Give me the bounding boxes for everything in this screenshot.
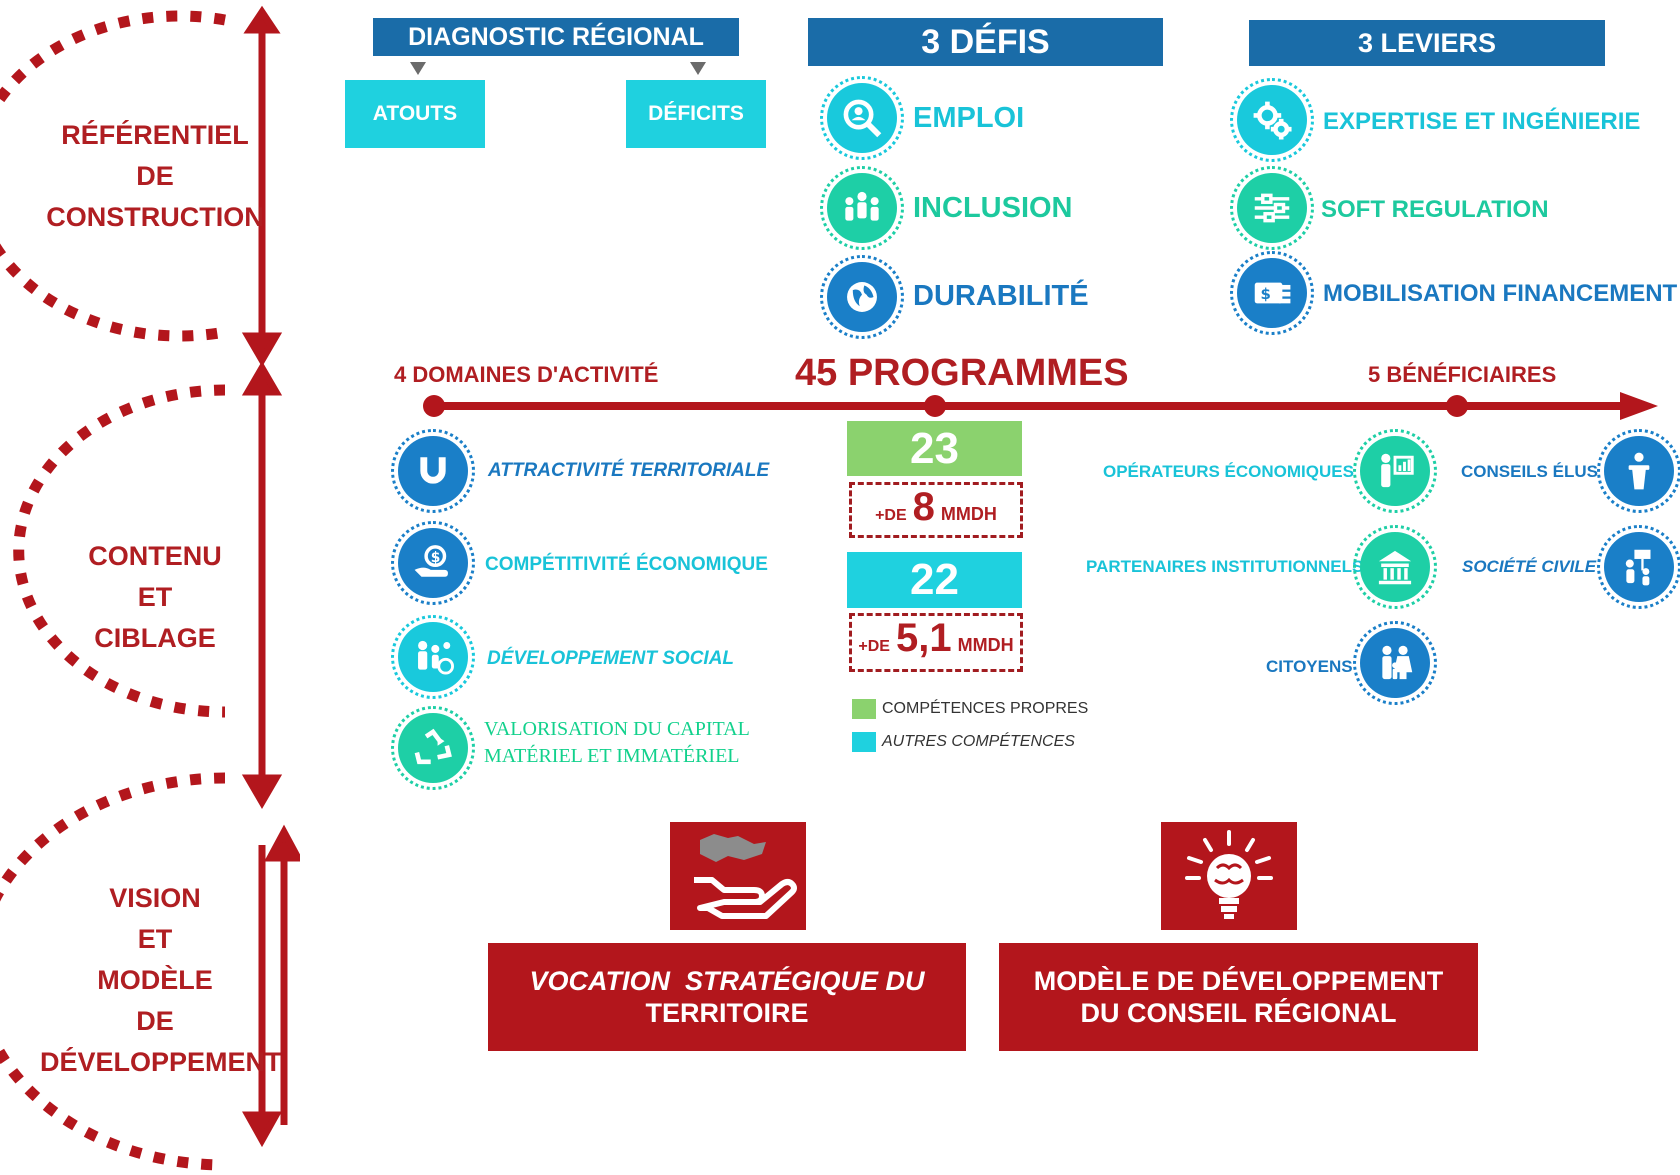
defi-label-emploi: EMPLOI [913,102,1025,134]
beneficiaire-label-partenaires: PARTENAIRES INSTITUTIONNELS [1086,557,1364,576]
domaine-label-attractivite: ATTRACTIVITÉ TERRITORIALE [488,460,770,481]
presenter-chart-icon [1353,429,1437,513]
levier-label-soft-regulation: SOFT REGULATION [1321,196,1549,223]
defis-title: 3 DÉFIS [808,18,1163,66]
deficits-box: DÉFICITS [626,80,766,148]
beneficiaire-label-citoyens: CITOYENS [1266,657,1353,676]
domaine-label-competitivite: COMPÉTITIVITÉ ÉCONOMIQUE [485,554,768,575]
family-icon [1353,621,1437,705]
programmes-autres-amount: +DE 5,1 MMDH [849,613,1023,672]
people-group-icon [820,166,904,250]
referentiel-dotted-arc [0,10,226,342]
atouts-pointer-icon [410,62,426,75]
svg-text:$: $ [431,550,441,566]
leviers-title: 3 LEVIERS STRATÉGIQUES [1249,20,1605,104]
section-label-referentiel: RÉFÉRENTIEL DE CONSTRUCTION [46,120,264,232]
section-label-contenu: CONTENU ET CIBLAGE [88,541,222,653]
levier-label-expertise: EXPERTISE ET INGÉNIERIE [1323,108,1641,135]
axis-label-programmes: 45 PROGRAMMES [795,352,1129,394]
legend-swatch-autres [852,732,876,752]
defi-label-durabilite: DURABILITÉ [913,280,1089,312]
axis-dot-programmes [924,395,946,417]
axis-dot-beneficiaires [1446,395,1468,417]
axis-label-domaines: 4 DOMAINES D'ACTIVITÉ [394,362,659,387]
domaine-label-social: DÉVELOPPEMENT SOCIAL [487,648,735,669]
defi-label-inclusion: INCLUSION [913,192,1073,224]
diagnostic-title: DIAGNOSTIC RÉGIONAL [373,18,739,56]
domaine-label-valorisation: VALORISATION DU CAPITAL MATÉRIEL ET IMMA… [484,718,750,767]
beneficiaire-label-operateurs: OPÉRATEURS ÉCONOMIQUES [1103,462,1354,481]
globe-icon [820,255,904,339]
programmes-autres-count: 22 [847,552,1022,608]
levier-label-mobilisation: MOBILISATION FINANCEMENT [1323,280,1678,307]
recycle-icon [391,706,475,790]
vision-dotted-arc [0,772,226,1171]
axis-dot-domaines [423,395,445,417]
programmes-axis [423,392,1658,420]
contenu-dotted-arc [13,384,226,718]
hand-coin-icon: $ [391,521,475,605]
gears-icon [1230,78,1314,162]
programmes-propres-amount: +DE 8 MMDH [849,482,1023,538]
money-cards-icon: $ [1230,251,1314,335]
programmes-propres-count: 23 [847,421,1022,476]
left-section-decorations [0,5,300,1171]
brain-bulb-icon [1161,822,1297,930]
legend-label-autres: AUTRES COMPÉTENCES [882,733,1075,750]
family-wheelchair-icon [391,615,475,699]
protest-sign-icon [1597,525,1680,609]
legend-label-propres: COMPÉTENCES PROPRES [882,700,1089,717]
atouts-box: ATOUTS [345,80,485,148]
sliders-icon [1230,166,1314,250]
deficits-pointer-icon [690,62,706,75]
beneficiaire-label-societe: SOCIÉTÉ CIVILE [1462,557,1597,576]
axis-label-beneficiaires: 5 BÉNÉFICIAIRES [1368,362,1557,387]
svg-text:$: $ [1261,285,1271,303]
speaker-podium-icon [1597,429,1680,513]
section-label-vision: VISION ET MODÈLE DE DÉVELOPPEMENT [40,883,282,1077]
legend-swatch-propres [852,699,876,719]
beneficiaire-label-conseils: CONSEILS ÉLUS [1461,462,1598,481]
hand-territory-icon [670,822,806,930]
institution-building-icon [1353,525,1437,609]
magnet-icon [391,429,475,513]
employment-search-icon [820,76,904,160]
